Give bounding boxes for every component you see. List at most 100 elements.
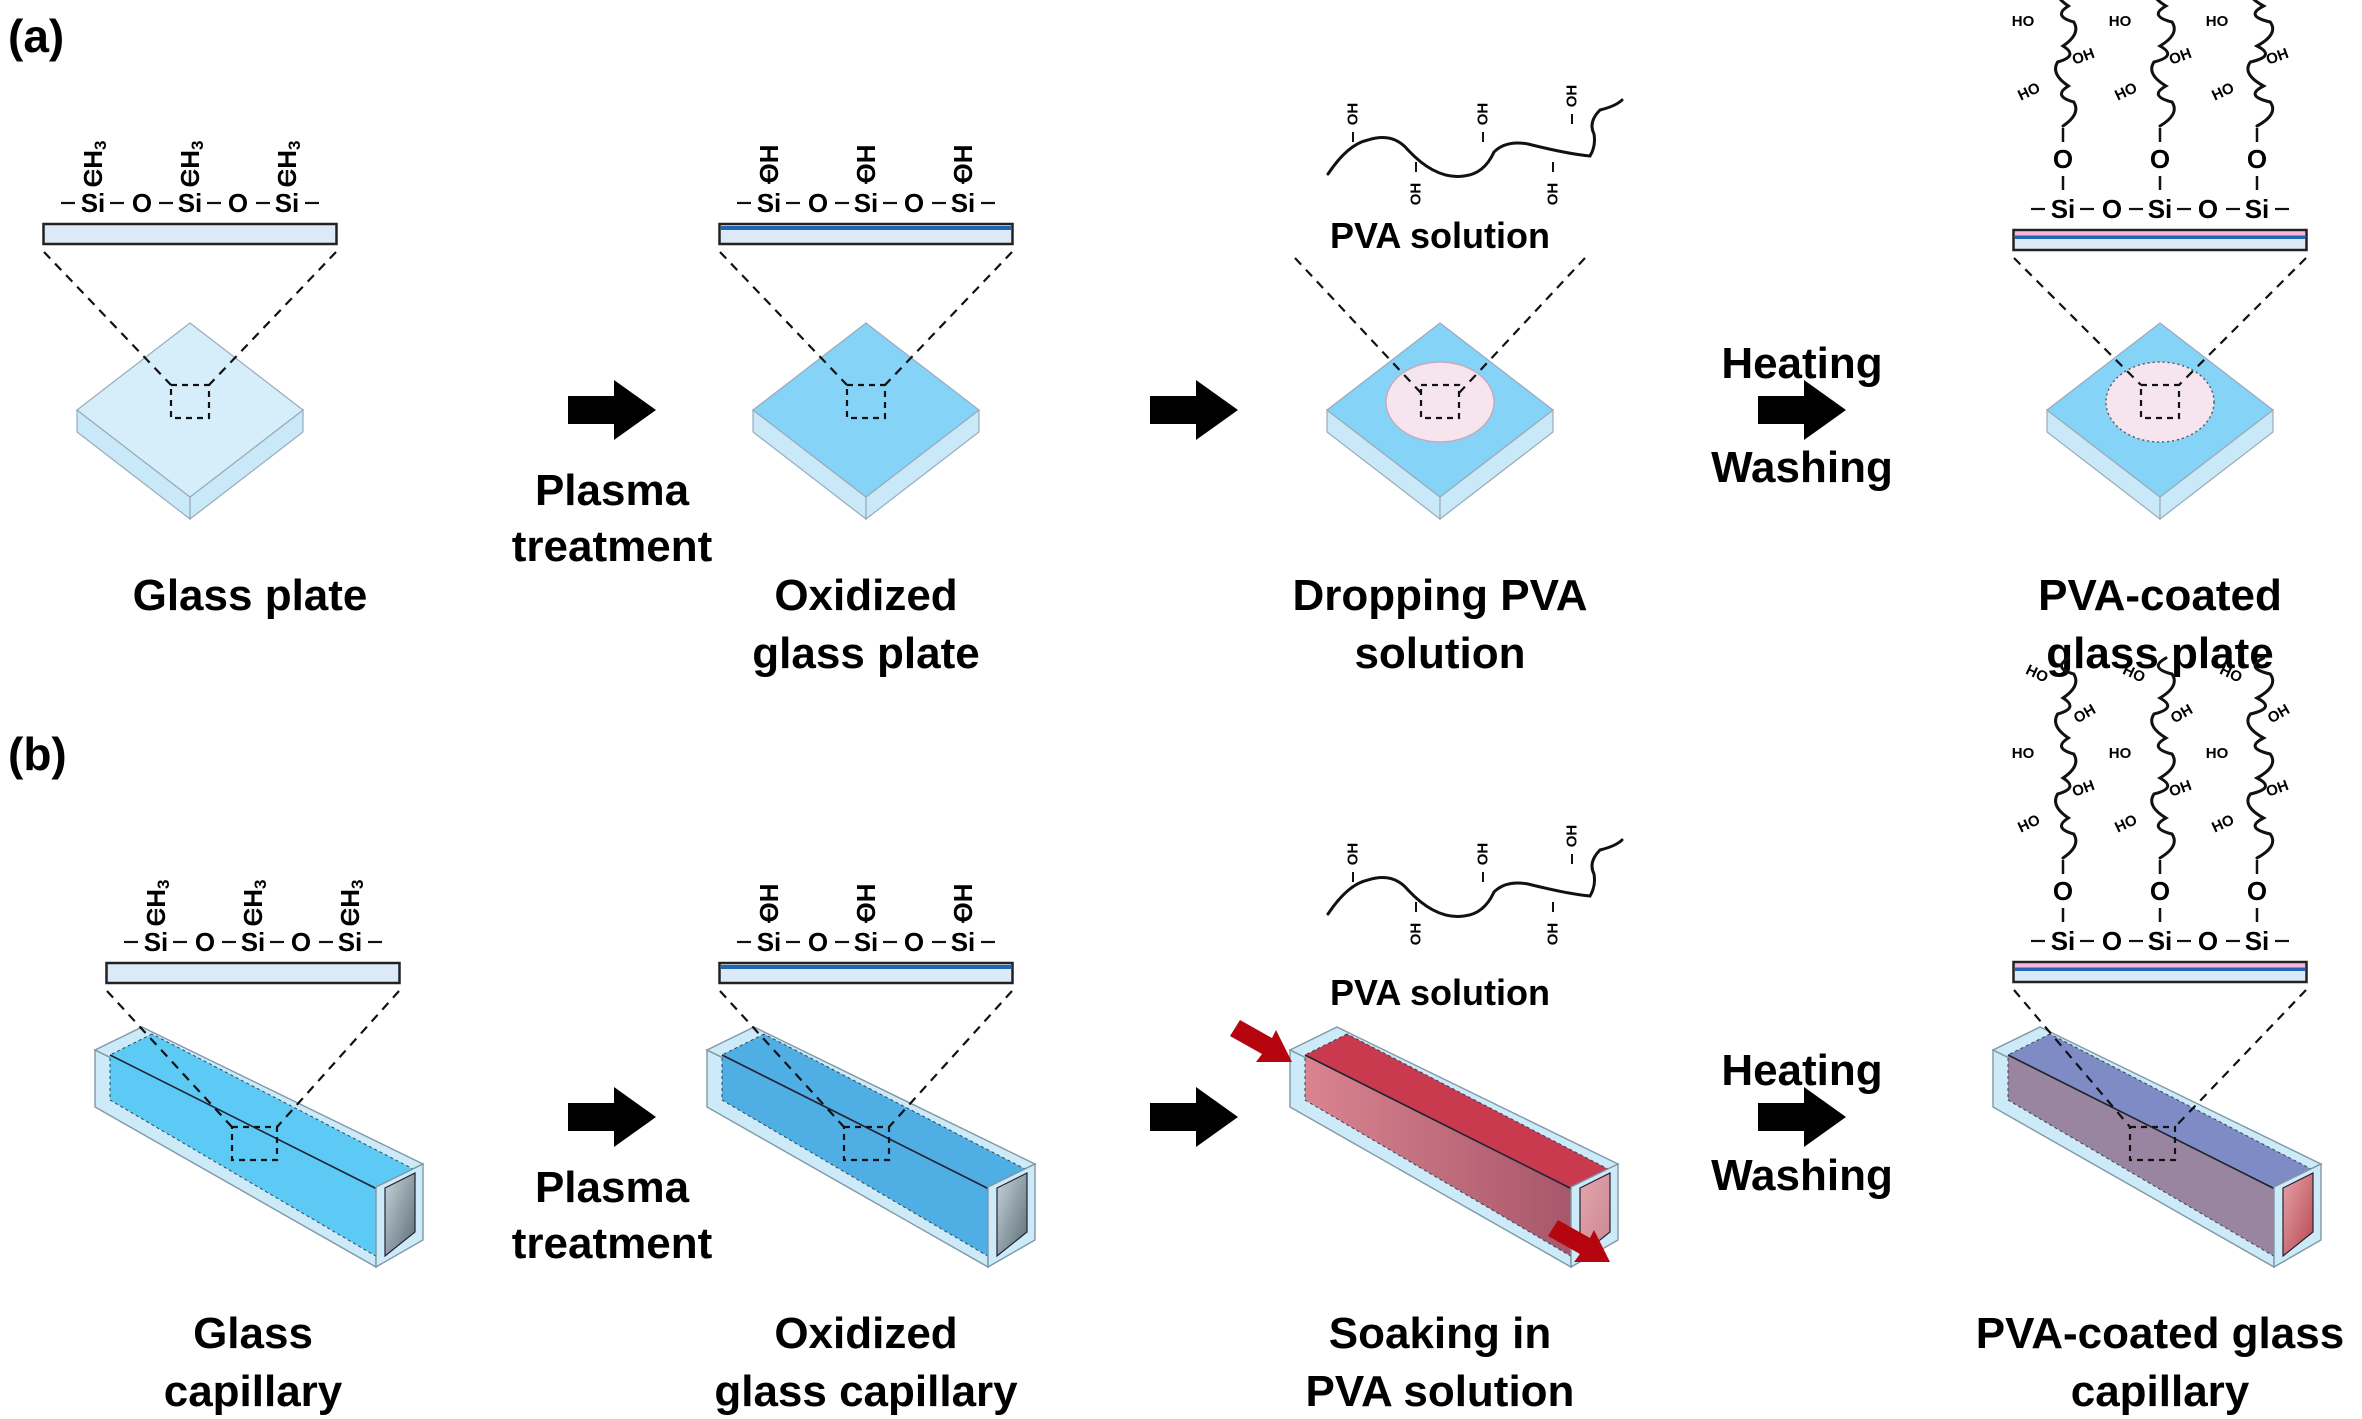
oxygen-atom: O: [228, 188, 248, 218]
zoom-guide-line: [2178, 257, 2307, 386]
plate-top-face: [76, 322, 304, 498]
silicon-atom: Si: [757, 927, 782, 957]
subscript-3: 3: [91, 140, 110, 149]
zoom-region-box: [169, 383, 211, 420]
process-arrow-icon: [1150, 1087, 1238, 1147]
process-arrow-icon: [1150, 380, 1238, 440]
oxygen-atom: O: [195, 927, 215, 957]
methyl-group: CH3: [175, 140, 207, 187]
subscript-3: 3: [251, 879, 270, 888]
hydroxyl-label: OH: [1345, 843, 1362, 866]
hydroxyl-label: HO: [2012, 13, 2035, 30]
hydroxyl-label: OH: [1564, 825, 1581, 848]
hydroxyl-label: OH: [1475, 843, 1492, 866]
arrow-step-2: [1150, 1087, 1238, 1147]
arrow-label: treatment: [512, 522, 713, 571]
methyl-group: CH3: [141, 879, 173, 926]
linker-oxygen: O: [2150, 876, 2170, 906]
linker-oxygen: O: [2053, 876, 2073, 906]
process-arrow-icon: [1758, 380, 1846, 440]
hydroxyl-group: OH: [948, 884, 978, 923]
silicon-atom: Si: [757, 188, 782, 218]
hydroxyl-label: OH: [2070, 777, 2097, 801]
linker-oxygen: O: [2247, 144, 2267, 174]
pva-droplet: [2105, 361, 2215, 443]
pva-droplet: [1385, 361, 1495, 443]
methyl-group: CH3: [272, 140, 304, 187]
step-caption: Glass: [193, 1309, 313, 1358]
capillary-edge: [2007, 1054, 2278, 1191]
pva-solution-label: PVA solution: [1330, 972, 1550, 1013]
hydroxyl-label: OH: [1545, 923, 1562, 946]
process-arrow-icon: [1758, 1087, 1846, 1147]
silicon-atom: Si: [2245, 926, 2270, 956]
linker-oxygen: O: [2150, 144, 2170, 174]
hydroxyl-label: OH: [2265, 701, 2293, 727]
pva-backbone: [2054, 0, 2078, 128]
step-caption: Soaking in: [1329, 1309, 1551, 1358]
step-caption: PVA-coated: [2038, 571, 2282, 620]
hydroxyl-label: OH: [2167, 777, 2194, 801]
capillary-edge: [721, 1054, 992, 1191]
capillary-end-opening: [2282, 1172, 2314, 1258]
hydroxyl-label: OH: [1408, 183, 1425, 206]
hydroxyl-label: HO: [2015, 811, 2043, 836]
oxidized-layer: [721, 226, 1011, 230]
silicon-atom: Si: [81, 188, 106, 218]
hydroxyl-label: OH: [2167, 45, 2194, 69]
hydroxyl-label: HO: [2112, 79, 2140, 104]
zoom-region-box: [2128, 1125, 2177, 1162]
linker-oxygen: O: [2053, 144, 2073, 174]
hydroxyl-group: OH: [851, 884, 881, 923]
zoom-region-box: [2139, 383, 2181, 420]
hydroxyl-group: OH: [754, 884, 784, 923]
capillary-lumen-top: [2006, 1033, 2315, 1191]
arrow-label: treatment: [512, 1219, 713, 1268]
zoom-region-box: [845, 383, 887, 420]
silicon-atom: Si: [2051, 194, 2076, 224]
subscript-3: 3: [285, 140, 304, 149]
silicon-atom: Si: [178, 188, 203, 218]
arrow-label-top: Heating: [1721, 339, 1882, 388]
pva-layer: [2015, 231, 2305, 236]
pva-layer: [2015, 963, 2305, 968]
hydroxyl-label: OH: [1475, 103, 1492, 126]
step-caption: Dropping PVA: [1293, 571, 1588, 620]
oxygen-atom: O: [2198, 194, 2218, 224]
capillary-edge: [1304, 1054, 1575, 1191]
silicon-atom: Si: [2148, 194, 2173, 224]
silicon-atom: Si: [338, 927, 363, 957]
hydroxyl-label: HO: [2109, 13, 2132, 30]
step-caption: capillary: [2071, 1367, 2250, 1416]
subscript-3: 3: [348, 879, 367, 888]
hydroxyl-label: HO: [2209, 79, 2237, 104]
hydroxyl-label: HO: [2209, 811, 2237, 836]
step-4: SiOSiOSiOHOOHHOOHHOOHOOHHOOHHOOHOOHHOOHH…: [2012, 0, 2308, 678]
flow-in-arrow: [1230, 1020, 1292, 1062]
pva-backbone: [2246, 0, 2275, 128]
arrow-step-1: Plasma treatment: [512, 380, 713, 571]
hydroxyl-label: OH: [1564, 85, 1581, 108]
surface-strip: [42, 222, 338, 246]
oxidized-layer: [2015, 968, 2305, 971]
oxidized-layer: [721, 965, 1011, 969]
silicon-atom: Si: [951, 927, 976, 957]
hydroxyl-group: OH: [948, 145, 978, 184]
pva-backbone: [1326, 838, 1624, 918]
hydroxyl-label: OH: [1545, 183, 1562, 206]
arrow-label: Plasma: [535, 466, 690, 515]
